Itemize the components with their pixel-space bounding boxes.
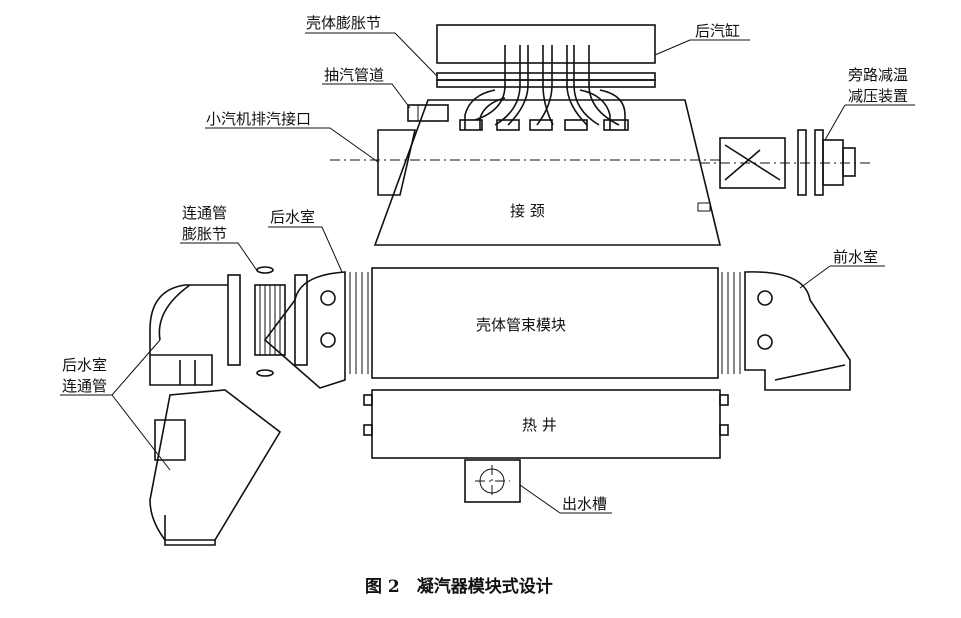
rear-water-box-shape (263, 271, 346, 389)
tube-bundle-module-shape (371, 267, 719, 379)
label-rear-conn-line1: 后水室 (62, 356, 107, 374)
label-rear-conn-line2: 连通管 (62, 377, 107, 395)
rear-cylinder (436, 24, 656, 64)
label-rear-cylinder: 后汽缸 (695, 22, 740, 40)
small-turbine-exhaust-shape (377, 129, 417, 196)
label-small-turbine-exhaust: 小汽机排汽接口 (206, 110, 311, 128)
shell-expansion-joint-shape (436, 72, 656, 88)
extraction-pipe-bundle (459, 45, 629, 131)
extraction-pipe-shape (407, 104, 449, 122)
front-water-box-shape (744, 271, 851, 391)
outlet-tank-shape (464, 459, 521, 503)
leader-lines (60, 32, 915, 514)
label-front-water-box: 前水室 (833, 248, 878, 266)
figure-caption: 图 2 凝汽器模块式设计 (365, 576, 553, 597)
label-conn-joint-line2: 膨胀节 (182, 225, 227, 243)
label-bypass-line1: 旁路减温 (848, 66, 908, 84)
label-outlet-tank: 出水槽 (562, 495, 607, 513)
label-tube-bundle-module: 壳体管束模块 (476, 316, 566, 334)
label-hotwell: 热 井 (522, 416, 557, 434)
label-bypass-line2: 减压装置 (848, 87, 908, 105)
bellows (349, 272, 741, 374)
neck-shape (373, 99, 722, 246)
label-rear-water-box: 后水室 (270, 208, 315, 226)
hotwell-shape (363, 389, 729, 459)
label-extraction-pipe: 抽汽管道 (324, 66, 384, 84)
connecting-pipe-expansion-joint-shape (227, 266, 308, 377)
label-shell-expansion-joint: 壳体膨胀节 (306, 14, 381, 32)
label-neck: 接 颈 (510, 202, 545, 220)
label-conn-joint-line1: 连通管 (182, 204, 227, 222)
rear-connecting-pipe-shape (149, 284, 282, 546)
